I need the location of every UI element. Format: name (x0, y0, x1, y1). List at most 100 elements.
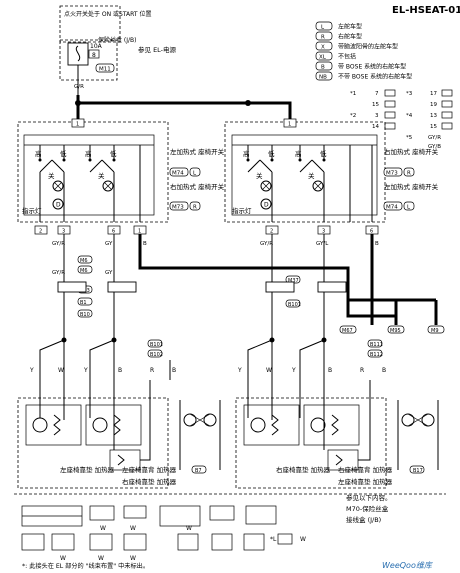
reference-box: 参见以下内容。 M70-保险丝盒 接线盒 (J/B) (346, 493, 392, 524)
svg-text:GY/L: GY/L (316, 241, 329, 247)
svg-text:右加热式 座椅开关: 右加热式 座椅开关 (170, 182, 225, 191)
svg-text:B1: B1 (80, 300, 87, 306)
svg-text:GY/R: GY/R (52, 241, 65, 247)
svg-text:B: B (118, 367, 122, 374)
svg-text:B102: B102 (150, 352, 163, 358)
svg-text:B: B (328, 367, 332, 374)
svg-text:B101: B101 (288, 302, 301, 308)
svg-text:GY: GY (105, 241, 113, 247)
svg-text:接线盒 (J/B): 接线盒 (J/B) (346, 515, 381, 524)
svg-text:M74: M74 (386, 205, 398, 211)
svg-text:左座椅靠垫 加热器: 左座椅靠垫 加热器 (60, 465, 115, 474)
svg-text:19: 19 (430, 102, 437, 108)
left-harness-wires: GY/R GY B GY/R GY M6 M6 B23 B1 B10 Y W Y… (29, 234, 350, 380)
svg-text:带 BOSE 系统的右舵车型: 带 BOSE 系统的右舵车型 (338, 63, 406, 71)
svg-text:M9: M9 (431, 328, 439, 334)
svg-text:2: 2 (270, 229, 273, 235)
connector-faces: W W W W W W *L W (14, 493, 446, 562)
svg-text:7: 7 (375, 91, 379, 97)
svg-text:L: L (321, 25, 325, 31)
svg-text:2: 2 (39, 229, 42, 235)
svg-text:*4: *4 (406, 113, 413, 119)
svg-text:B: B (375, 241, 379, 247)
right-harness-wires: GY/R GY/L B M37 B101 M67 M95 M9 Y W Y B … (237, 234, 445, 380)
svg-text:*1: *1 (350, 91, 356, 97)
svg-text:GY: GY (105, 270, 113, 276)
left-seat-switch: 1 高 低 高 低 关 关 D 指示灯 左加热式 座椅开关 M74 L 右加热式… (17, 118, 225, 235)
svg-text:关: 关 (256, 171, 263, 180)
svg-text:左加热式 座椅开关: 左加热式 座椅开关 (170, 147, 225, 156)
svg-text:右舵车型: 右舵车型 (338, 33, 362, 41)
svg-text:低: 低 (60, 149, 67, 158)
fuse-rating: 10A (90, 43, 103, 50)
svg-text:GY/R: GY/R (260, 241, 273, 247)
svg-text:关: 关 (308, 171, 315, 180)
svg-text:指示灯: 指示灯 (232, 206, 252, 215)
fuse-block-label: 保险丝盒 (J/B) (98, 36, 137, 44)
svg-text:左座椅靠背 加热器: 左座椅靠背 加热器 (122, 465, 177, 474)
svg-text:13: 13 (430, 113, 437, 119)
svg-text:15: 15 (430, 124, 437, 130)
ref-power-text: 参见 EL-电源 (138, 45, 177, 54)
svg-text:W: W (130, 525, 136, 532)
svg-text:W: W (58, 367, 64, 374)
svg-text:M74: M74 (172, 171, 184, 177)
fuse-symbol (75, 45, 81, 62)
svg-text:W: W (266, 367, 272, 374)
svg-text:6: 6 (112, 229, 115, 235)
svg-text:*2: *2 (350, 113, 356, 119)
svg-text:M6: M6 (80, 258, 88, 264)
svg-text:B10: B10 (80, 312, 90, 318)
page-id: EL-HSEAT-01 (392, 5, 460, 16)
fuse-connector-id: M11 (99, 67, 111, 73)
svg-text:Y: Y (237, 367, 242, 374)
svg-text:高: 高 (243, 149, 250, 158)
svg-text:右座椅靠垫 加热器: 右座椅靠垫 加热器 (276, 465, 331, 474)
svg-text:*3: *3 (406, 91, 413, 97)
fuse-number-box (88, 49, 100, 59)
svg-text:GY/R: GY/R (428, 135, 441, 141)
svg-text:左座椅靠垫 加热器: 左座椅靠垫 加热器 (338, 477, 393, 486)
svg-text:1: 1 (76, 122, 79, 128)
svg-text:M95: M95 (390, 328, 401, 334)
svg-text:17: 17 (430, 91, 437, 97)
svg-text:B112: B112 (370, 352, 383, 358)
svg-text:6: 6 (370, 229, 373, 235)
svg-text:M37: M37 (288, 278, 299, 284)
svg-text:Y: Y (83, 367, 88, 374)
svg-text:B101: B101 (150, 342, 163, 348)
watermark-text: WeeQoo维库 (382, 561, 434, 570)
svg-text:Y: Y (29, 367, 34, 374)
svg-text:M70-保险丝盒: M70-保险丝盒 (346, 504, 389, 513)
svg-text:X: X (321, 45, 325, 51)
fuse-note-text: 点火开关处于 ON 或START 位置 (64, 10, 151, 18)
svg-text:W: W (300, 536, 306, 543)
svg-text:B: B (143, 241, 147, 247)
svg-text:右座椅靠背 加热器: 右座椅靠背 加热器 (338, 465, 393, 474)
svg-text:B: B (382, 367, 386, 374)
svg-text:参见以下内容。: 参见以下内容。 (346, 493, 392, 502)
svg-text:D: D (264, 202, 269, 209)
svg-text:3: 3 (62, 229, 65, 235)
svg-text:R: R (360, 367, 364, 374)
svg-text:M67: M67 (342, 328, 353, 334)
svg-text:L: L (193, 171, 197, 177)
fuse-note-box (59, 5, 121, 43)
svg-text:XL: XL (319, 55, 327, 61)
svg-text:GY/B: GY/B (428, 144, 441, 150)
svg-text:W: W (100, 525, 106, 532)
svg-text:右加热式 座椅开关: 右加热式 座椅开关 (384, 147, 439, 156)
svg-text:高: 高 (85, 149, 92, 158)
svg-text:*5: *5 (406, 135, 413, 141)
svg-text:关: 关 (98, 171, 105, 180)
svg-text:不带 BOSE 系统的右舵车型: 不带 BOSE 系统的右舵车型 (338, 73, 412, 81)
fuse-connector-pill (95, 63, 115, 73)
fuse-wire-color: G/R (74, 84, 84, 90)
svg-text:R: R (407, 171, 411, 177)
footnote: *: 此接头在 EL 部分的 "线束布置" 中未标出。 (22, 562, 149, 570)
svg-text:L: L (407, 205, 411, 211)
svg-text:B: B (172, 367, 176, 374)
svg-text:1: 1 (138, 229, 141, 235)
